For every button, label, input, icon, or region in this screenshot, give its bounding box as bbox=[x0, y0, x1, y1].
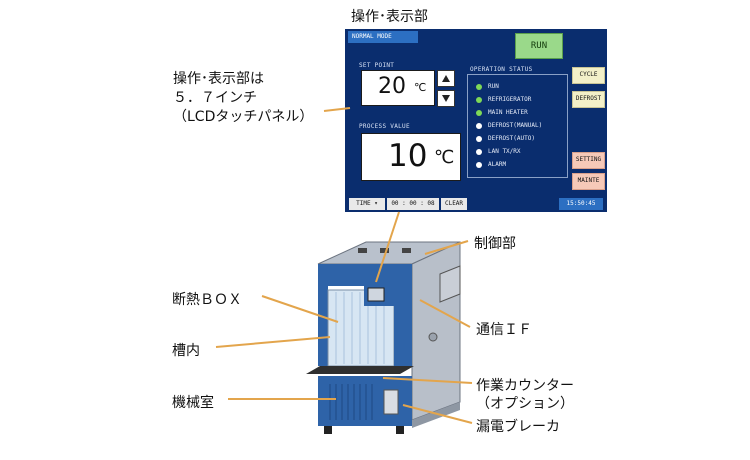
setting-button[interactable]: SETTING bbox=[572, 152, 605, 169]
status-dot bbox=[476, 122, 482, 129]
process-value-label: PROCESS VALUE bbox=[359, 123, 410, 130]
process-value: 10 bbox=[388, 138, 428, 174]
label-breaker: 漏電ブレーカ bbox=[476, 419, 560, 435]
status-item: LAN TX/RX bbox=[476, 148, 521, 155]
increase-button[interactable] bbox=[437, 70, 455, 87]
defrost-button[interactable]: DEFROST bbox=[572, 91, 605, 108]
set-point-value: 20 bbox=[378, 74, 406, 99]
label-work-counter: 作業カウンター bbox=[476, 378, 574, 394]
process-unit: ℃ bbox=[434, 147, 455, 168]
decrease-button[interactable] bbox=[437, 90, 455, 107]
triangle-up-icon bbox=[442, 75, 450, 82]
panel-desc-line: 操作･表示部は bbox=[173, 71, 264, 87]
time-display: 00 : 00 : 08 bbox=[387, 198, 439, 210]
status-item: ALARM bbox=[476, 161, 506, 168]
set-point-display[interactable]: 20 ℃ bbox=[361, 70, 435, 106]
lcd-touch-panel: NORMAL MODE RUN SET POINT 20 ℃ PROCESS V… bbox=[345, 29, 607, 212]
status-item: MAIN HEATER bbox=[476, 109, 528, 116]
test-chamber-illustration bbox=[306, 241, 461, 434]
cycle-button[interactable]: CYCLE bbox=[572, 67, 605, 84]
status-item: DEFROST(MANUAL) bbox=[476, 122, 542, 129]
label-control-unit: 制御部 bbox=[474, 236, 516, 252]
panel-desc-line: ５．７インチ bbox=[173, 90, 257, 106]
status-dot bbox=[476, 135, 482, 142]
triangle-down-icon bbox=[442, 95, 450, 102]
set-point-unit: ℃ bbox=[414, 81, 427, 94]
clock-display: 15:50:45 bbox=[559, 198, 603, 210]
label-work-counter-option: （オプション） bbox=[476, 396, 574, 412]
status-dot bbox=[476, 96, 482, 103]
label-chamber: 槽内 bbox=[172, 343, 200, 359]
status-dot bbox=[476, 83, 482, 90]
status-item: REFRIGERATOR bbox=[476, 96, 531, 103]
panel-caption: 操作･表示部 bbox=[351, 9, 428, 25]
run-button[interactable]: RUN bbox=[515, 33, 563, 59]
status-item: DEFROST(AUTO) bbox=[476, 135, 535, 142]
label-comm-interface: 通信ＩＦ bbox=[476, 322, 532, 338]
mode-indicator: NORMAL MODE bbox=[348, 31, 418, 43]
time-selector[interactable]: TIME ▾ bbox=[349, 198, 385, 210]
status-dot bbox=[476, 109, 482, 116]
clear-button[interactable]: CLEAR bbox=[441, 198, 467, 210]
label-machine-room: 機械室 bbox=[172, 395, 214, 411]
label-insulation-box: 断熱ＢＯＸ bbox=[172, 292, 242, 308]
set-point-label: SET POINT bbox=[359, 62, 395, 69]
mainte-button[interactable]: MAINTE bbox=[572, 173, 605, 190]
status-item: RUN bbox=[476, 83, 499, 90]
status-dot bbox=[476, 148, 482, 155]
operation-status-label: OPERATION STATUS bbox=[470, 66, 533, 73]
panel-description: 操作･表示部は ５．７インチ （LCDタッチパネル） bbox=[173, 70, 313, 127]
operation-status-list: RUN REFRIGERATOR MAIN HEATER DEFROST(MAN… bbox=[467, 74, 568, 178]
panel-desc-line: （LCDタッチパネル） bbox=[173, 109, 314, 125]
process-value-display: 10 ℃ bbox=[361, 133, 461, 181]
status-dot bbox=[476, 161, 482, 168]
